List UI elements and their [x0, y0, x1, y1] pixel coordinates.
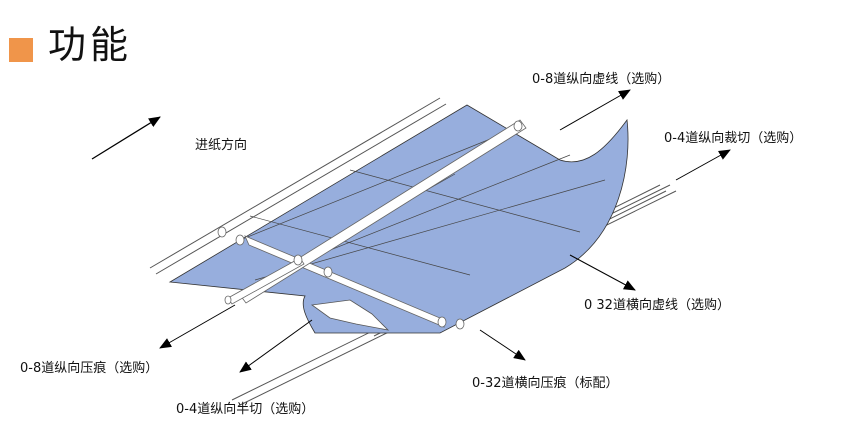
arrow-left-crease — [159, 304, 236, 349]
arrow-cross-dashed — [569, 254, 636, 291]
label-bottom-crease: 0-32道横向压痕（标配） — [472, 376, 619, 391]
title-marker — [9, 38, 33, 62]
pointer-arrows — [91, 89, 731, 373]
label-left-crease: 0-8道纵向压痕（选购） — [20, 361, 159, 376]
arrow-top-dashed — [559, 89, 631, 131]
arrow-bottom-half-cut — [239, 319, 313, 373]
label-cross-dashed: 0 32道横向虚线（选购） — [584, 298, 730, 313]
feed-direction-label: 进纸方向 — [195, 138, 248, 153]
arrow-bottom-crease — [479, 329, 526, 361]
page-title: 功能 — [48, 23, 133, 67]
roller-knobs — [217, 120, 523, 330]
paper-tear — [310, 299, 390, 331]
label-top-cut: 0-4道纵向裁切（选购） — [664, 131, 803, 146]
arrow-top-cut — [675, 149, 731, 181]
feed-direction-arrow — [91, 116, 161, 160]
label-top-dashed: 0-8道纵向虚线（选购） — [532, 72, 671, 87]
label-bottom-half-cut: 0-4道纵向半切（选购） — [176, 402, 315, 417]
